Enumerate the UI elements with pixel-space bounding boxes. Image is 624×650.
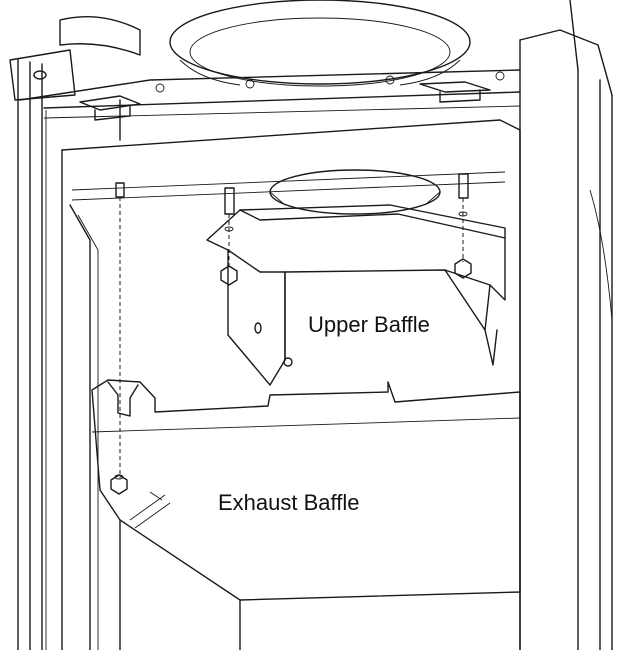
upper-baffle-label: Upper Baffle [308,312,430,337]
firebox-lower-walls [119,519,241,650]
upper-baffle [206,204,506,386]
exhaust-baffle [91,379,521,601]
flue-collar [169,0,471,215]
top-brackets [9,16,505,121]
exhaust-baffle-label: Exhaust Baffle [218,490,359,515]
